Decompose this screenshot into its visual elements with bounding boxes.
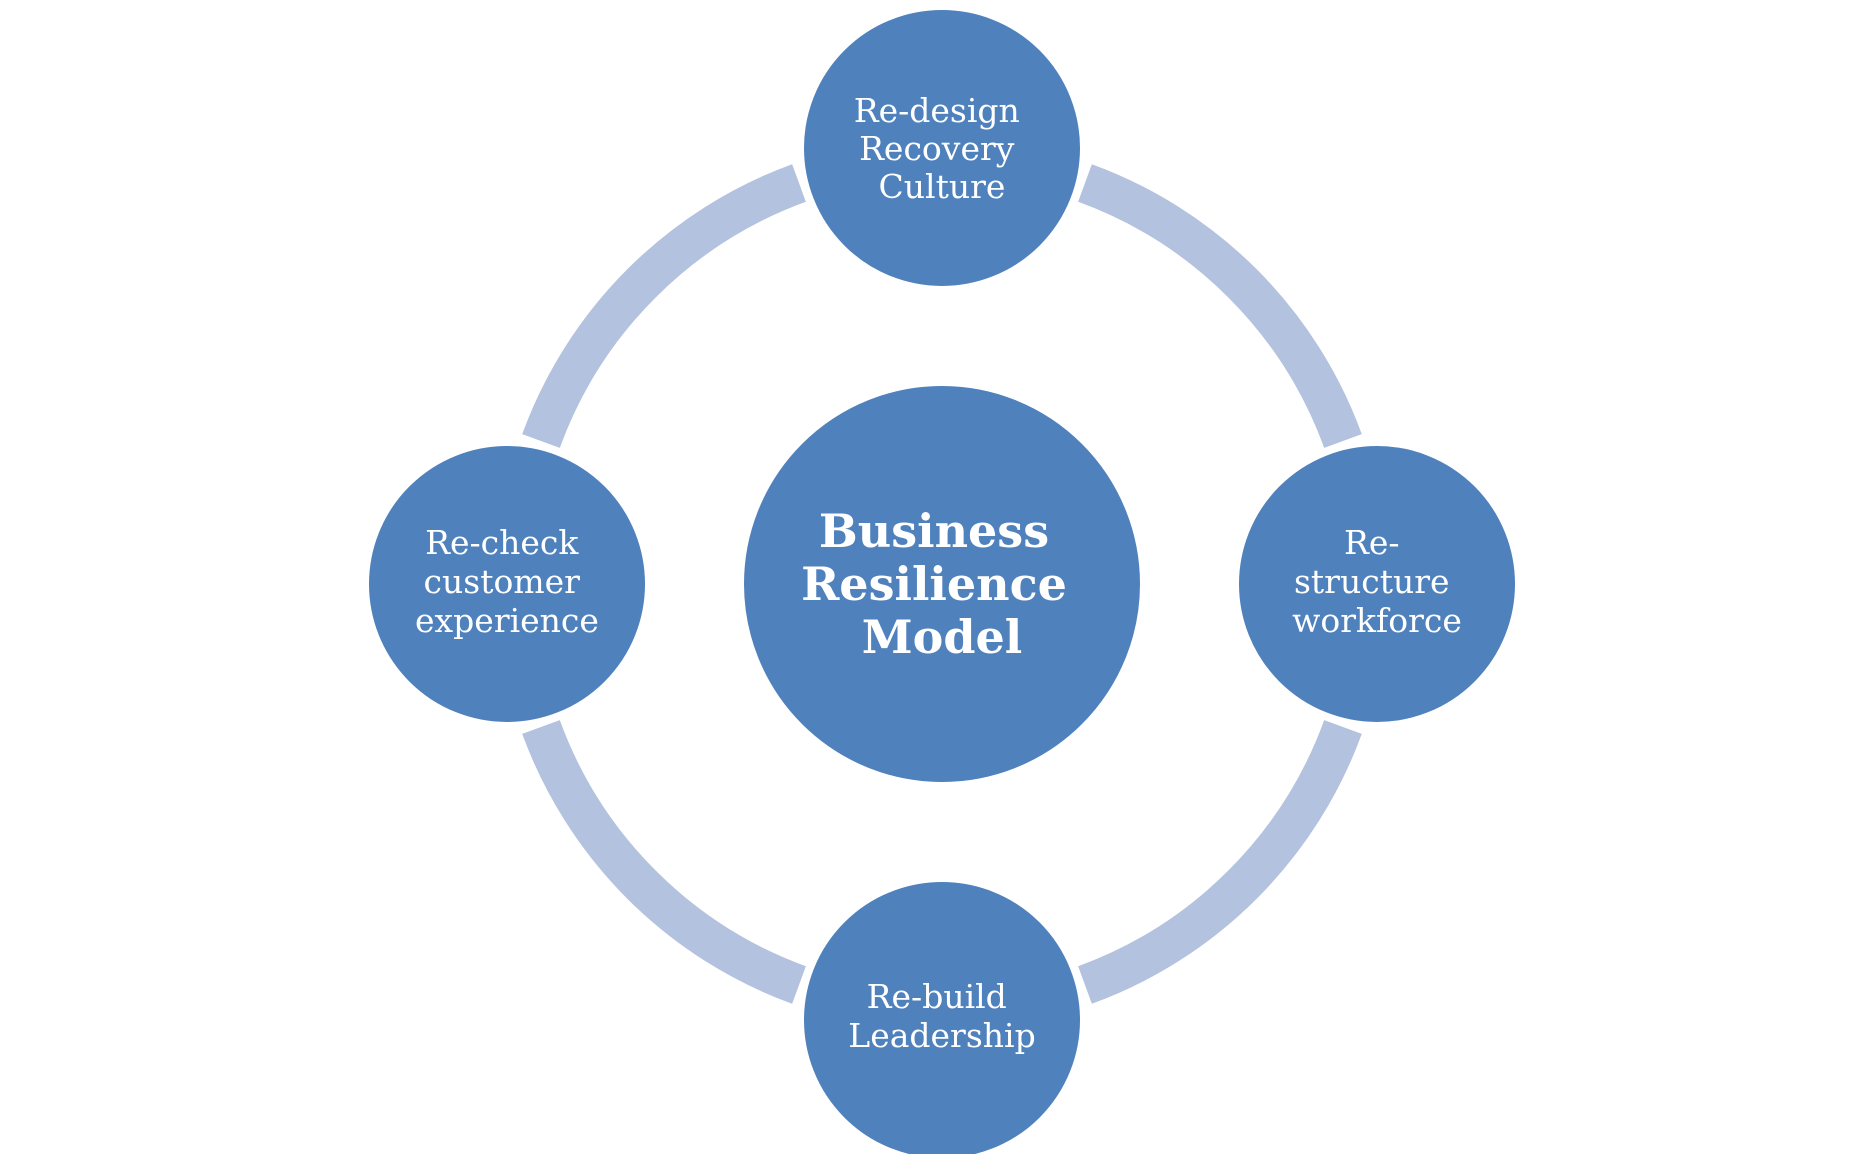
node-label-line: Culture (879, 167, 1006, 206)
node-right: Re- structure workforce (1235, 442, 1519, 726)
node-left: Re-check customer experience (365, 442, 649, 726)
node-label-line: Re-design (854, 91, 1020, 130)
node-left-label: Re-check customer experience (415, 523, 599, 640)
node-right-label: Re- structure workforce (1292, 523, 1462, 640)
node-label-line: experience (415, 601, 599, 640)
center-label: Business Resilience Model (801, 504, 1083, 664)
node-label-line: workforce (1292, 601, 1462, 640)
center-node: Business Resilience Model (740, 382, 1144, 786)
node-label-line: Leadership (848, 1016, 1035, 1055)
node-label-line: structure (1294, 562, 1450, 601)
node-top: Re-design Recovery Culture (800, 6, 1084, 290)
node-bottom-label: Re-build Leadership (848, 977, 1035, 1055)
center-label-line: Model (862, 610, 1023, 664)
arc-right-bottom (1078, 720, 1362, 1004)
center-label-line: Business (819, 504, 1049, 558)
cycle-ring (522, 164, 1362, 1004)
node-label-line: Re- (1344, 523, 1400, 562)
node-bottom: Re-build Leadership (800, 878, 1084, 1154)
node-top-label: Re-design Recovery Culture (854, 91, 1031, 206)
arc-bottom-left (522, 720, 806, 1004)
node-label-line: Re-build (867, 977, 1007, 1016)
node-label-line: customer (424, 562, 581, 601)
node-label-line: Recovery (859, 129, 1015, 168)
arc-top-right (1078, 164, 1362, 448)
center-label-line: Resilience (801, 557, 1067, 611)
arc-left-top (522, 164, 806, 448)
node-label-line: Re-check (425, 523, 579, 562)
